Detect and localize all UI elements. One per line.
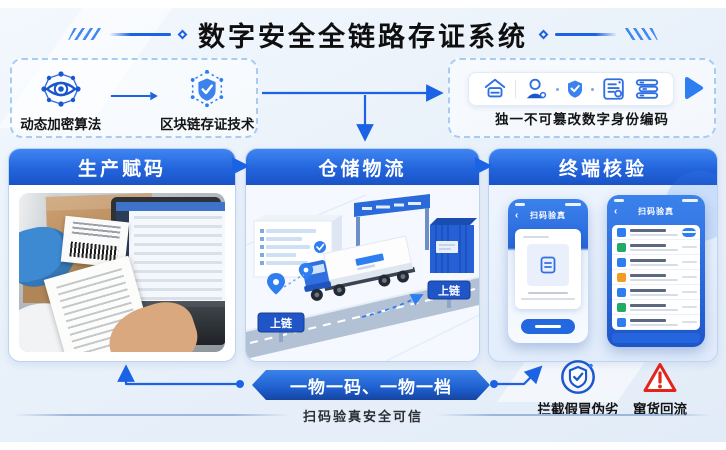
svg-text:上链: 上链 (438, 284, 461, 298)
phone-status-bar (515, 203, 581, 207)
diamond-ornament (538, 29, 549, 39)
panel-logistics: 仓储物流 (245, 148, 480, 362)
production-photo (19, 193, 225, 352)
svg-text:上链: 上链 (270, 316, 293, 330)
warning-triangle-icon (643, 363, 677, 392)
eye-network-icon (41, 71, 81, 107)
tech-item-blockchain: 区块链存证技术 (158, 68, 256, 133)
phone-primary-button (521, 319, 575, 334)
digital-identity-box: 独一不可篡改数字身份编码 (448, 58, 716, 138)
identity-icon-strip (468, 72, 674, 106)
one-code-banner: 一物一码、一物一档 (252, 370, 490, 400)
panel-logistics-body: 上链 上链 (246, 185, 479, 361)
dot-separator (556, 87, 559, 91)
line-ornament (109, 32, 171, 36)
caption-line-right (437, 414, 713, 416)
phone-nav-bar: ‹ 扫码验真 (607, 205, 705, 219)
verify-row (612, 225, 700, 240)
person-icon (526, 78, 547, 99)
text-placeholder (523, 236, 549, 238)
phone-header: 扫码验真 (530, 211, 566, 220)
panel-logistics-title: 仓储物流 (246, 149, 479, 185)
verify-row-icon (617, 302, 626, 312)
phone-status-bar (614, 199, 698, 203)
hexagon-shield-check-icon (190, 69, 224, 108)
chain-sign-left: 上链 (257, 312, 305, 342)
panel-production-title: 生产赋码 (9, 149, 235, 185)
divider (515, 80, 516, 98)
back-chevron-icon: ‹ (515, 210, 519, 221)
dot-separator (591, 87, 594, 91)
warehouse-icon (484, 78, 506, 98)
title-decoration-right (538, 28, 658, 40)
anti-counterfeit-badge: 拦截假冒伪劣 (530, 358, 626, 418)
verify-row: › (612, 285, 700, 300)
identity-label: 独一不可篡改数字身份编码 (495, 112, 669, 127)
result-card (515, 229, 581, 309)
panel-production: 生产赋码 (8, 148, 236, 362)
badge-label: 窜货回流 (633, 402, 687, 417)
document-icon (540, 256, 556, 274)
phone-verify-list: ‹ 扫码验真 › (607, 195, 705, 347)
badge-label: 拦截假冒伪劣 (537, 402, 619, 417)
verify-row-icon (617, 287, 626, 297)
shield-check-circle-icon (561, 360, 595, 394)
hatch-ornament (68, 28, 104, 40)
verify-row-icon (617, 272, 626, 282)
verify-list: › › › › (612, 225, 700, 330)
arrow-right-icon (110, 91, 158, 101)
verify-row: › (612, 240, 700, 255)
back-chevron-icon: ‹ (614, 206, 618, 217)
text-placeholder (521, 298, 575, 300)
verify-row: › (612, 300, 700, 315)
text-placeholder (528, 292, 568, 294)
verify-row: › (612, 255, 700, 270)
phone-scan-result: ‹ 扫码验真 (508, 199, 588, 343)
phone-footer-bar (612, 333, 700, 343)
verify-row-icon (617, 242, 626, 252)
mini-shield-check-icon (568, 80, 582, 98)
verify-row-icon (617, 257, 626, 267)
page-title: 数字安全全链路存证系统 (198, 21, 528, 52)
title-row: 数字安全全链路存证系统 (0, 16, 726, 52)
panel-verification: 终端核验 ‹ 扫码验真 (488, 148, 718, 362)
list-icon (635, 79, 659, 99)
title-decoration-left (68, 28, 188, 40)
phone-header: 扫码验真 (638, 207, 674, 216)
encryption-tech-box: 动态加密算法 区块链存证技术 (10, 58, 258, 138)
caption-text: 扫码验真安全可信 (303, 408, 424, 424)
caption-row: 扫码验真安全可信 (14, 406, 713, 424)
panel-production-body (9, 185, 235, 361)
verify-row: › (612, 315, 700, 330)
hatch-ornament (622, 28, 658, 40)
panel-verification-body: ‹ 扫码验真 (489, 171, 717, 361)
verify-row-icon (617, 317, 626, 327)
verify-row: › (612, 270, 700, 285)
caption-line-left (14, 414, 289, 416)
diamond-ornament (177, 29, 188, 39)
line-ornament (555, 32, 617, 36)
play-arrow-icon (685, 77, 703, 99)
verify-row-pill (682, 227, 696, 237)
tech-label: 动态加密算法 (20, 117, 102, 132)
tech-item-encryption: 动态加密算法 (12, 68, 110, 133)
certificate-icon (603, 78, 624, 100)
logistics-illustration: 上链 上链 (246, 185, 479, 361)
phone-nav-bar: ‹ 扫码验真 (508, 209, 588, 223)
panel-verification-title: 终端核验 (489, 149, 717, 185)
tech-label: 区块链存证技术 (159, 117, 255, 132)
document-preview (527, 244, 569, 286)
barcode (69, 241, 119, 262)
verify-row-icon (617, 227, 626, 237)
chain-sign-right: 上链 (427, 280, 471, 308)
diversion-warning-badge: 窜货回流 (612, 360, 708, 418)
